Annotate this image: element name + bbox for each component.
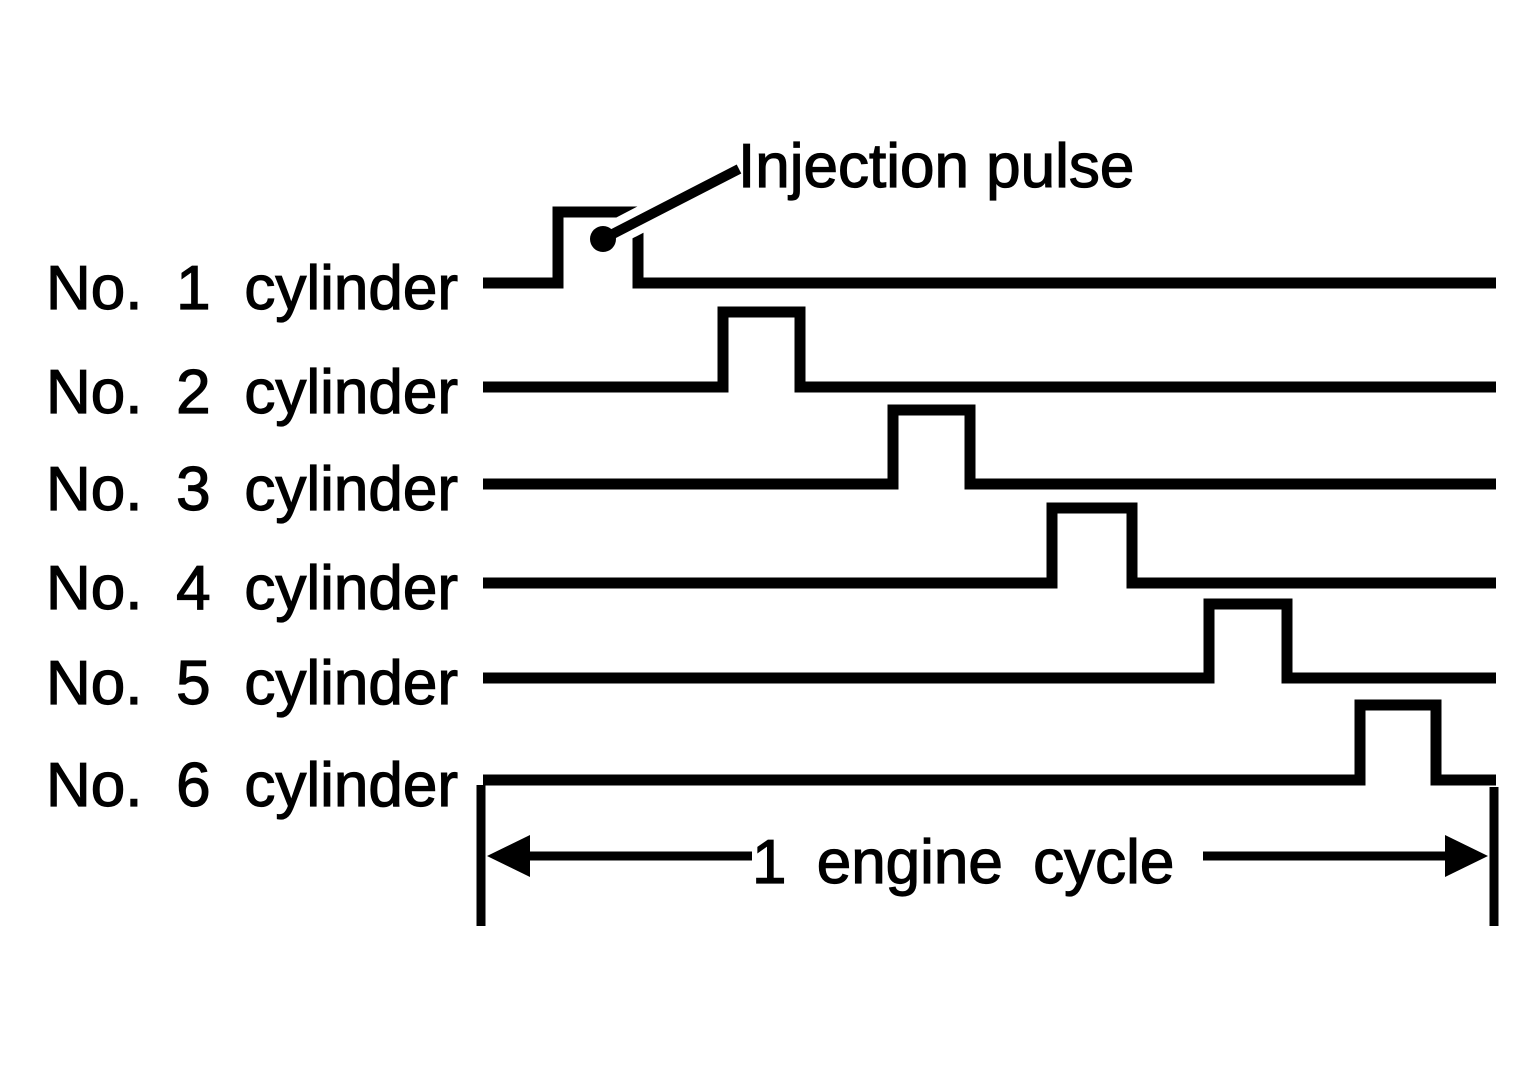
label-number: 6 [176,751,212,820]
label-number: 4 [176,554,212,623]
label-unit: cylinder [244,254,459,323]
cylinder-label-6: No. 6 cylinder [45,751,459,820]
cylinder-label-2: No. 2 cylinder [45,358,459,427]
label-number: 3 [176,455,212,524]
label-number: 1 [176,254,212,323]
label-prefix: No. [45,358,143,427]
label-prefix: No. [45,554,143,623]
label-prefix: No. [45,455,143,524]
label-prefix: No. [45,254,143,323]
label-number: 2 [176,358,212,427]
cylinder-label-3: No. 3 cylinder [45,455,459,524]
cylinder-6-waveform [483,699,1496,786]
label-unit: cylinder [244,358,459,427]
label-unit: cylinder [244,751,459,820]
cylinder-label-4: No. 4 cylinder [45,554,459,623]
engine-cycle-annotation: 1 engine cycle [751,828,1175,897]
injection-pulse-annotation: Injection pulse [737,132,1135,201]
label-unit: cylinder [244,455,459,524]
label-unit: cylinder [244,649,459,718]
cylinder-1-waveform [483,206,1496,289]
cylinder-label-5: No. 5 cylinder [45,649,459,718]
leader-line [600,164,742,244]
cycle-arrowhead-left [487,835,530,877]
cylinder-4-waveform [483,502,1496,589]
cylinder-3-waveform [483,404,1496,490]
label-number: 5 [176,649,212,718]
cylinder-label-1: No. 1 cylinder [45,254,459,323]
label-prefix: No. [45,751,143,820]
cycle-arrowhead-right [1445,835,1488,877]
cylinder-5-waveform [483,598,1496,684]
label-prefix: No. [45,649,143,718]
leader-dot [590,226,616,252]
cylinder-2-waveform [483,306,1496,393]
label-unit: cylinder [244,554,459,623]
